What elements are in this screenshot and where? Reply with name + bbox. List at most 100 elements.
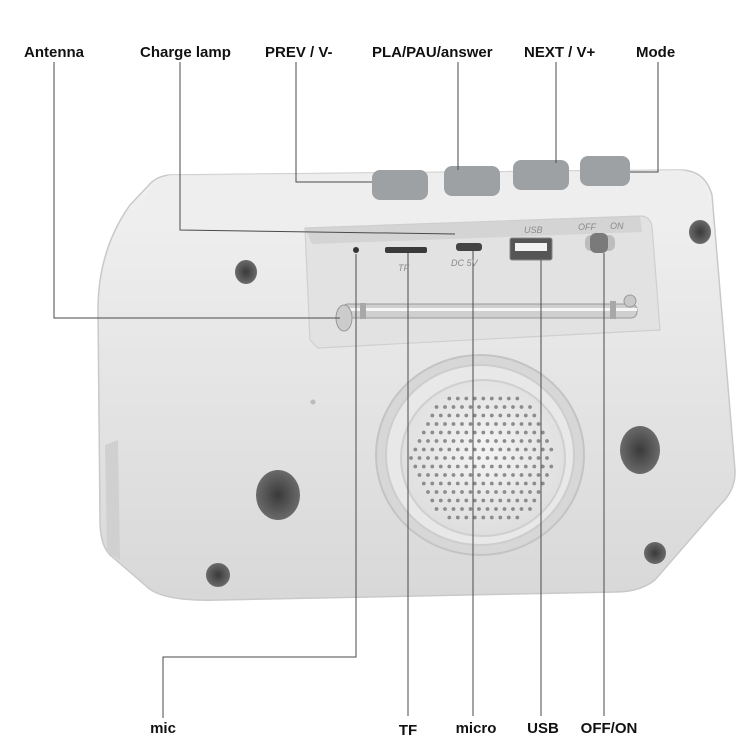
- grill-hole: [502, 490, 507, 494]
- grill-hole: [443, 456, 447, 460]
- micro-usb-port: [456, 243, 482, 251]
- grill-hole: [451, 507, 456, 511]
- grill-hole: [498, 515, 503, 520]
- next-button[interactable]: [513, 160, 569, 190]
- print-on: ON: [610, 221, 624, 231]
- grill-hole: [443, 473, 447, 477]
- grill-hole: [472, 413, 477, 418]
- grill-hole: [489, 430, 494, 435]
- grill-hole: [489, 498, 494, 503]
- label-mode: Mode: [636, 44, 676, 61]
- label-micro: micro: [455, 720, 497, 737]
- grill-hole: [494, 473, 498, 477]
- grill-hole: [502, 473, 507, 477]
- print-tf: TF: [398, 263, 409, 273]
- mode-button[interactable]: [580, 156, 630, 186]
- grill-hole: [477, 405, 481, 409]
- grill-hole: [528, 490, 532, 494]
- grill-hole: [536, 422, 541, 426]
- grill-hole: [536, 439, 541, 443]
- grill-hole: [430, 447, 435, 452]
- grill-hole: [451, 439, 456, 443]
- grill-hole: [506, 413, 511, 418]
- grill-hole: [549, 464, 554, 469]
- foot-hole-left: [256, 470, 300, 520]
- grill-hole: [519, 490, 524, 494]
- mic-hole: [353, 247, 359, 253]
- grill-hole: [506, 498, 511, 503]
- grill-hole: [477, 490, 481, 494]
- grill-hole: [472, 498, 477, 503]
- top-buttons: [372, 156, 630, 200]
- grill-hole: [455, 515, 460, 520]
- grill-hole: [451, 490, 456, 494]
- grill-hole: [485, 439, 490, 443]
- grill-hole: [455, 413, 460, 418]
- play-pause-button[interactable]: [444, 166, 500, 196]
- grill-hole: [536, 473, 541, 477]
- side-slot: [105, 440, 120, 560]
- grill-hole: [494, 405, 498, 409]
- grill-hole: [417, 439, 422, 443]
- grill-hole: [426, 422, 430, 426]
- grill-hole: [528, 456, 532, 460]
- print-usb: USB: [524, 225, 543, 235]
- grill-hole: [515, 430, 520, 435]
- grill-hole: [549, 447, 554, 452]
- grill-hole: [464, 481, 469, 486]
- grill-hole: [472, 464, 477, 469]
- grill-hole: [438, 464, 443, 469]
- label-charge-lamp: Charge lamp: [140, 44, 231, 61]
- power-switch-knob[interactable]: [590, 233, 608, 253]
- label-prev: PREV / V-: [265, 44, 333, 61]
- grill-hole: [460, 456, 464, 460]
- grill-hole: [481, 481, 486, 486]
- grill-hole: [489, 447, 494, 452]
- grill-hole: [434, 439, 439, 443]
- grill-hole: [455, 447, 460, 452]
- grill-hole: [460, 507, 464, 511]
- grill-hole: [430, 464, 435, 469]
- label-off-on: OFF/ON: [580, 720, 638, 737]
- grill-hole: [485, 490, 490, 494]
- grill-hole: [430, 430, 435, 435]
- grill-hole: [426, 439, 430, 443]
- grill-hole: [498, 447, 503, 452]
- grill-hole: [481, 447, 486, 452]
- grill-hole: [455, 430, 460, 435]
- corner-hole-top-right: [689, 220, 711, 244]
- grill-hole: [489, 413, 494, 418]
- grill-hole: [438, 447, 443, 452]
- grill-hole: [481, 413, 486, 418]
- grill-hole: [451, 456, 456, 460]
- grill-hole: [468, 490, 473, 494]
- grill-hole: [455, 464, 460, 469]
- grill-hole: [545, 473, 549, 477]
- grill-hole: [511, 473, 515, 477]
- grill-hole: [494, 490, 498, 494]
- grill-hole: [426, 456, 430, 460]
- grill-hole: [515, 464, 520, 469]
- grill-hole: [481, 396, 486, 401]
- grill-hole: [468, 473, 473, 477]
- grill-hole: [502, 507, 507, 511]
- leader-mode: [630, 62, 659, 173]
- grill-hole: [502, 456, 507, 460]
- grill-hole: [502, 405, 507, 409]
- grill-hole: [477, 439, 481, 443]
- prev-button[interactable]: [372, 170, 428, 200]
- grill-hole: [536, 490, 541, 494]
- grill-hole: [545, 456, 549, 460]
- grill-hole: [472, 481, 477, 486]
- grill-hole: [498, 464, 503, 469]
- grill-hole: [519, 422, 524, 426]
- grill-hole: [421, 447, 426, 452]
- grill-hole: [515, 413, 520, 418]
- grill-hole: [434, 473, 439, 477]
- grill-hole: [481, 464, 486, 469]
- grill-hole: [528, 439, 532, 443]
- grill-hole: [421, 464, 426, 469]
- grill-hole: [519, 439, 524, 443]
- grill-hole: [528, 422, 532, 426]
- grill-hole: [468, 456, 473, 460]
